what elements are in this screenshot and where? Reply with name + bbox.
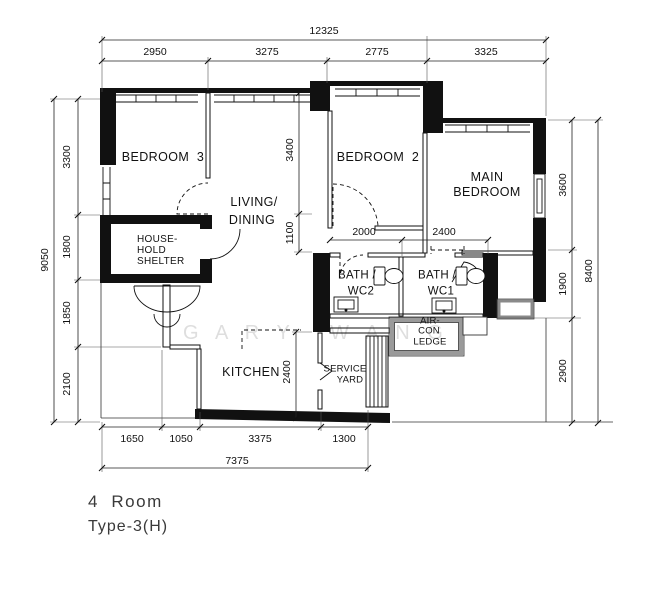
dim-bottom-seg-4: 1300 [332, 432, 356, 445]
window-left [102, 167, 111, 215]
toilet-wc2-icon [373, 266, 404, 286]
room-label-bedroom2: BEDROOM 2 [336, 149, 420, 164]
dim-top-seg-2: 3275 [255, 45, 279, 58]
dim-top-total: 12325 [309, 24, 339, 37]
room-label-bath-wc2-line1: BATH / [337, 269, 377, 282]
door-bedroom2 [332, 183, 379, 227]
room-label-bath-wc2-line2: WC2 [347, 285, 375, 298]
aircon-ledge-outline [388, 298, 535, 357]
window-main-bedroom-top [445, 124, 530, 133]
dim-right-seg-3: 2900 [556, 359, 569, 383]
doors [176, 182, 482, 381]
room-label-service-yard-line1: SERVICE [323, 363, 367, 375]
dim-top-seg-4: 3325 [474, 45, 498, 58]
room-label-aircon-line1: AIR- [420, 315, 440, 327]
exterior-walls [100, 81, 546, 423]
window-living [214, 94, 310, 103]
dim-bottom-total: 7375 [225, 454, 249, 467]
window-bedroom3 [116, 94, 198, 103]
room-label-service-yard-line2: YARD [336, 374, 364, 386]
room-label-living-line1: LIVING/ [230, 194, 278, 209]
room-label-aircon-line2: CON [418, 325, 440, 337]
door-bath-wc2 [339, 254, 364, 279]
dim-top-seg-1: 2950 [143, 45, 167, 58]
dim-bottom-seg-1: 1650 [120, 432, 144, 445]
plan-title: 4 Room [88, 492, 163, 511]
room-label-bath-wc1-line2: WC1 [427, 285, 455, 298]
door-service-yard [319, 362, 333, 381]
dim-right-seg-2: 1900 [556, 272, 569, 296]
dimension-lines [50, 36, 603, 472]
partition-walls [162, 92, 534, 410]
door-household-shelter [209, 228, 241, 260]
room-label-aircon-line3: LEDGE [413, 336, 447, 348]
dim-left-seg-1: 3300 [60, 145, 73, 169]
room-label-kitchen: KITCHEN [222, 364, 280, 379]
windows [102, 88, 546, 219]
dim-bottom-seg-2: 1050 [169, 432, 193, 445]
sink-wc2-icon [333, 296, 359, 313]
room-label-household-shelter-line3: SHELTER [137, 256, 185, 267]
drying-rack-icon [369, 336, 387, 407]
kitchen-opening [241, 329, 301, 349]
room-label-main-bedroom-line1: MAIN [470, 169, 504, 184]
dim-hall-left: 2000 [352, 225, 376, 238]
dim-living-recess: 1100 [283, 221, 296, 245]
dim-left-total: 9050 [38, 248, 51, 272]
dim-top-seg-3: 2775 [365, 45, 389, 58]
door-bedroom3 [176, 182, 209, 215]
room-label-household-shelter-line2: HOLD [137, 245, 166, 256]
room-label-bath-wc1-line1: BATH / [417, 269, 457, 282]
dim-hall-right: 2400 [432, 225, 456, 238]
door-main-bedroom [430, 246, 465, 254]
dimension-ticks [50, 36, 602, 472]
dim-left-seg-3: 1850 [60, 301, 73, 325]
toilet-wc1-icon [455, 266, 486, 286]
room-label-bedroom3: BEDROOM 3 [121, 149, 205, 164]
window-main-bedroom-right [533, 173, 546, 219]
dim-right-seg-1: 3600 [556, 173, 569, 197]
dim-kitchen-depth: 2400 [280, 360, 293, 384]
window-bedroom2 [335, 88, 420, 97]
sink-wc1-icon [431, 297, 457, 314]
basin-icon [133, 285, 201, 328]
room-label-living-line2: DINING [228, 212, 276, 227]
fixtures [133, 266, 535, 407]
room-label-main-bedroom-line2: BEDROOM [453, 184, 521, 199]
dim-living-depth: 3400 [283, 138, 296, 162]
plan-subtitle: Type-3(H) [88, 518, 169, 535]
dim-left-seg-2: 1800 [60, 235, 73, 259]
room-label-household-shelter-line1: HOUSE- [137, 234, 178, 245]
dim-right-total: 8400 [582, 259, 595, 283]
boundary-lines [100, 283, 613, 423]
dim-bottom-seg-3: 3375 [248, 432, 272, 445]
dim-left-seg-4: 2100 [60, 372, 73, 396]
